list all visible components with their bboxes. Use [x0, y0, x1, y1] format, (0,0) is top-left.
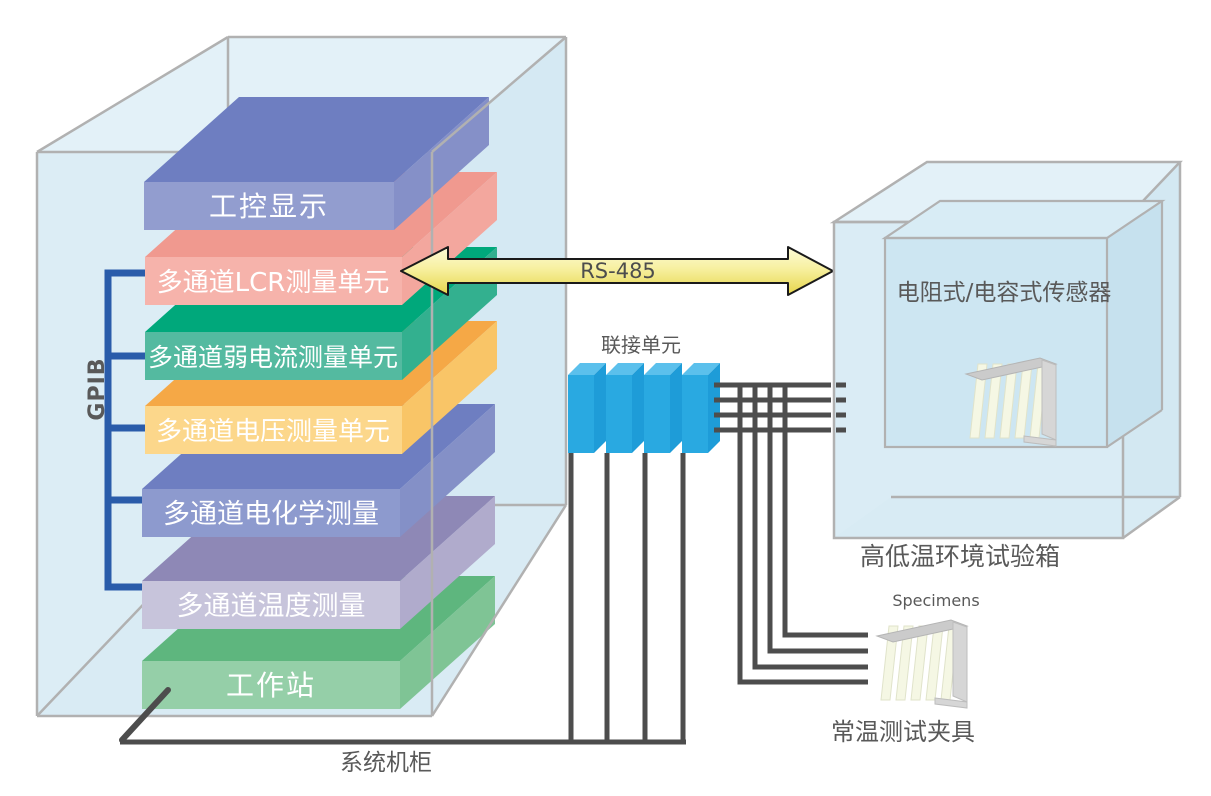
wire-feedthrough-dashes — [836, 382, 846, 433]
slab-label: 多通道弱电流测量单元 — [148, 343, 398, 372]
sensor-label: 电阻式/电容式传感器 — [897, 280, 1112, 306]
slab-front-face — [142, 489, 400, 537]
slab-front-face — [142, 581, 400, 629]
specimens-label: Specimens — [892, 591, 979, 610]
test-chamber: 电阻式/电容式传感器 高低温环境试验箱 — [829, 160, 1183, 571]
cabinet-label: 系统机柜 — [340, 750, 432, 776]
slab-front-face — [144, 182, 394, 230]
slab-label: 工控显示 — [209, 190, 329, 223]
cabinet-leader-wire — [119, 687, 686, 745]
chamber-bottom-face — [834, 497, 1180, 538]
junction-unit-boxes — [568, 363, 720, 453]
room-temp-fixture: Specimens 常温测试夹具 — [831, 591, 980, 746]
junction-box — [644, 363, 682, 453]
slab-side-face — [402, 321, 497, 454]
junction-box — [606, 363, 644, 453]
unit-slab-display: 工控显示 — [144, 97, 489, 230]
rs485-label: RS-485 — [580, 259, 656, 283]
slab-front-face — [145, 257, 402, 305]
slab-label: 多通道电压测量单元 — [156, 417, 390, 447]
slab-front-face — [145, 406, 402, 454]
fixture-label: 常温测试夹具 — [831, 718, 975, 746]
junction-units-label: 联接单元 — [601, 333, 681, 357]
chamber-label: 高低温环境试验箱 — [860, 542, 1060, 571]
slab-top-face — [144, 97, 489, 182]
slab-front-face — [142, 661, 400, 709]
slab-label: 工作站 — [226, 669, 316, 702]
gpib-bus-label: GPIB — [85, 357, 110, 420]
rs485-link-arrow: RS-485 — [400, 246, 834, 296]
slab-side-face — [400, 576, 495, 709]
slab-side-face — [400, 404, 495, 537]
junction-box — [568, 363, 606, 453]
slab-side-face — [400, 496, 495, 629]
slab-label: 多通道电化学测量 — [163, 499, 379, 530]
fixture-specimen — [876, 619, 968, 709]
slab-front-face — [145, 332, 402, 380]
slab-label: 多通道温度测量 — [177, 591, 366, 622]
slab-label: 多通道LCR测量单元 — [157, 268, 390, 298]
slab-side-face — [394, 97, 489, 230]
sensor-wires — [568, 382, 868, 742]
junction-box — [682, 363, 720, 453]
gpib-bus-bracket — [104, 269, 146, 591]
